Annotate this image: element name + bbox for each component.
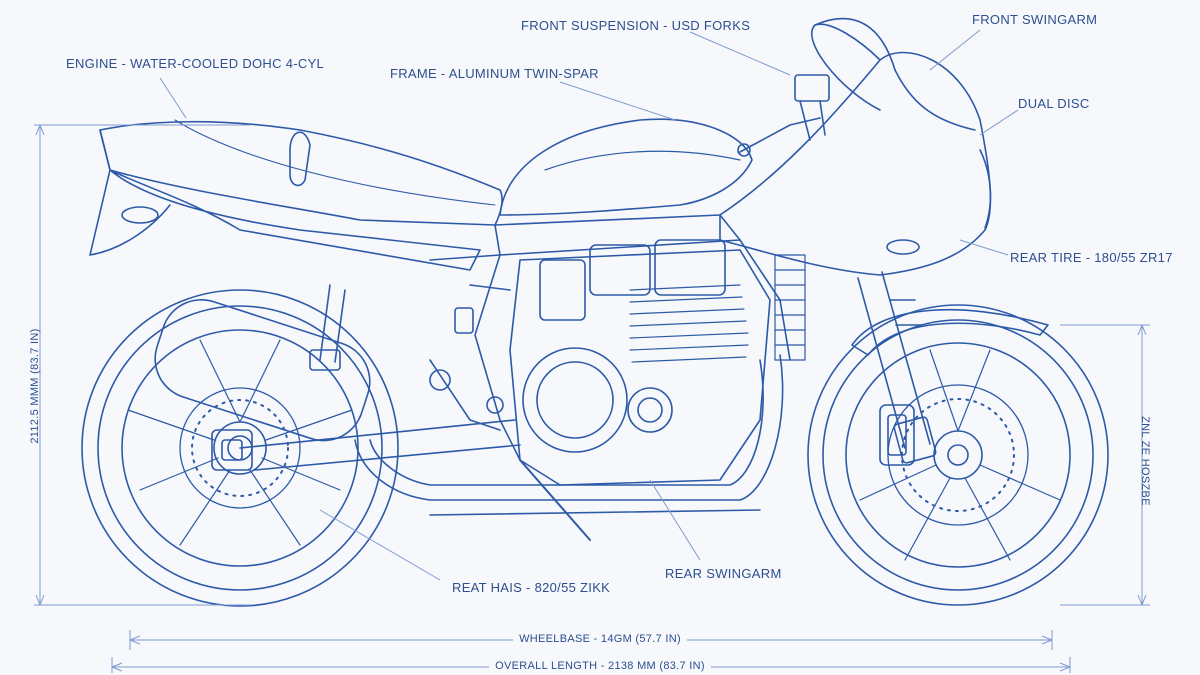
front-forks [857, 271, 937, 464]
leader-rear-tire [959, 239, 1009, 256]
exhaust-muffler [154, 298, 371, 442]
leader-front-swingarm [929, 29, 981, 71]
tail-section [89, 129, 481, 271]
dimension-overall-length: OVERALL LENGTH - 2138 MM (83.7 IN) [0, 660, 1200, 672]
front-fender [851, 308, 1049, 356]
rear-indicator [121, 206, 159, 224]
carburetor [589, 244, 651, 296]
front-brake-disc [887, 384, 1029, 526]
front-caliper [879, 404, 915, 466]
label-rear-tire-bottom: REAT HAIS - 820/55 ZIKK [452, 580, 611, 595]
windscreen [814, 17, 976, 131]
height-dimension-right [1060, 324, 1150, 606]
leader-engine [159, 77, 187, 119]
leader-front-suspension [689, 31, 791, 76]
dimension-height-right: ZNL ZE HOSZBE [1139, 416, 1151, 506]
radiator [774, 254, 806, 361]
height-dimension-left [34, 124, 250, 606]
rear-brake-disc [179, 387, 301, 509]
label-front-suspension: FRONT SUSPENSION - USD FORKS [521, 18, 751, 33]
kickstand [519, 459, 591, 541]
front-wheel [807, 304, 1109, 606]
leader-dual-disc [979, 109, 1019, 136]
seat [99, 119, 503, 226]
dimension-height-left: 2112.5 MMM (83.7 IN) [29, 328, 41, 444]
exhaust-system [154, 298, 784, 516]
footpeg-assembly [429, 307, 504, 431]
label-rear-tire: REAR TIRE - 180/55 ZR17 [1010, 250, 1173, 265]
label-dual-disc: DUAL DISC [1018, 96, 1090, 111]
label-frame: FRAME - ALUMINUM TWIN-SPAR [390, 66, 599, 81]
front-indicator [886, 239, 920, 255]
grab-strap [289, 131, 311, 187]
rear-wheel [81, 289, 399, 607]
leader-frame [559, 81, 676, 121]
engine-crankcase-cover [522, 347, 628, 453]
rear-shock [319, 284, 331, 361]
brake-reservoir [794, 74, 830, 102]
label-front-swingarm: FRONT SWINGARM [972, 12, 1098, 27]
cylinder-fins [629, 284, 749, 363]
dimension-wheelbase-text: WHEELBASE - 14GM (57.7 IN) [513, 633, 687, 645]
fuel-tank [499, 118, 753, 216]
dimension-wheelbase: WHEELBASE - 14GM (57.7 IN) [0, 633, 1200, 645]
rear-swingarm [239, 284, 521, 471]
engine-block [509, 239, 771, 486]
label-engine: ENGINE - WATER-COOLED DOHC 4-CYL [66, 56, 325, 71]
leader-rear-swingarm [649, 479, 701, 561]
leader-rear-tire-bottom [319, 509, 441, 581]
front-fairing [719, 23, 992, 276]
dimension-overall-length-text: OVERALL LENGTH - 2138 MM (83.7 IN) [489, 660, 711, 672]
rear-caliper [211, 429, 253, 471]
handlebar [737, 74, 830, 157]
label-rear-swingarm: REAR SWINGARM [665, 566, 782, 581]
